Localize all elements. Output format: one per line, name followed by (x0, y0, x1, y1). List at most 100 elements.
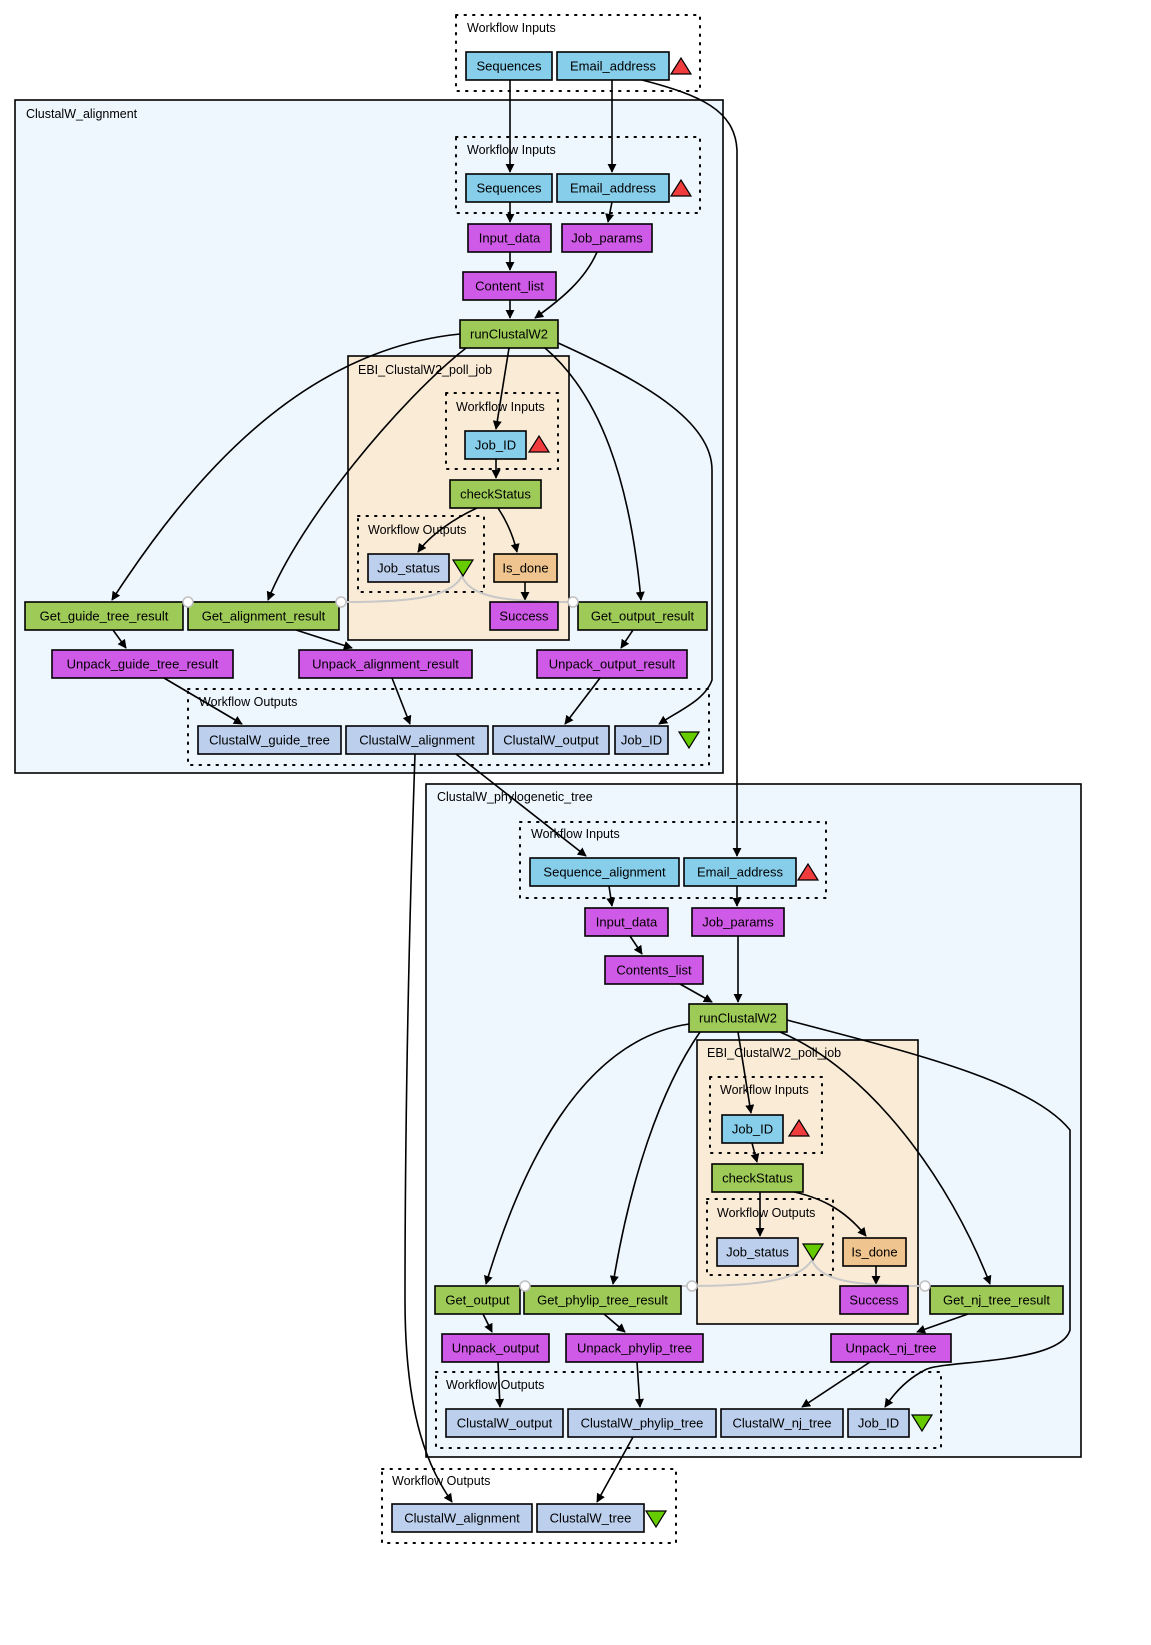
alignment-poll-check-status-label: checkStatus (460, 487, 531, 502)
phylo-workflow-inputs (519, 821, 827, 899)
phylo-output-clustalw-output[interactable]: ClustalW_output (445, 1408, 564, 1438)
output-port-marker-icon (451, 559, 475, 578)
phylo-get-phylip-tree-result[interactable]: Get_phylip_tree_result (523, 1285, 682, 1315)
alignment-unpack-output-result[interactable]: Unpack_output_result (536, 649, 688, 679)
alignment-poll-outputs-label: Workflow Outputs (368, 523, 466, 537)
edge (544, 347, 645, 601)
phylo-input-data-label: Input_data (596, 915, 658, 930)
phylo-get-nj-tree-result-label: Get_nj_tree_result (943, 1293, 1050, 1308)
phylo-input-data[interactable]: Input_data (584, 907, 669, 937)
phylo-poll-is-done[interactable]: Is_done (842, 1237, 907, 1267)
alignment-run-clustalw2[interactable]: runClustalW2 (459, 319, 559, 349)
input-sequences[interactable]: Sequences (465, 51, 553, 81)
phylo-job-params-label: Job_params (702, 915, 774, 930)
alignment-workflow-inputs-label: Workflow Inputs (467, 143, 556, 157)
alignment-poll-is-done[interactable]: Is_done (493, 553, 558, 583)
output-port-marker-icon (910, 1414, 934, 1433)
edge (111, 333, 461, 601)
alignment-output-alignment[interactable]: ClustalW_alignment (345, 725, 489, 755)
alignment-get-output-result-label: Get_output_result (591, 609, 695, 624)
alignment-job-params[interactable]: Job_params (561, 223, 653, 253)
control-link-knob (182, 596, 194, 608)
phylo-poll-success[interactable]: Success (839, 1285, 909, 1315)
phylo-output-phylip-tree[interactable]: ClustalW_phylip_tree (567, 1408, 717, 1438)
input-email-address[interactable]: Email_address (556, 51, 670, 81)
alignment-content-list-label: Content_list (475, 279, 544, 294)
edge (495, 1361, 505, 1408)
phylo-poll-job-label: EBI_ClustalW2_poll_job (707, 1046, 841, 1060)
phylo-output-nj-tree-label: ClustalW_nj_tree (733, 1416, 832, 1431)
alignment-poll-job-status-label: Job_status (377, 561, 440, 576)
alignment-unpack-alignment-result[interactable]: Unpack_alignment_result (298, 649, 473, 679)
top-workflow-inputs-label: Workflow Inputs (467, 21, 556, 35)
alignment-unpack-guide-tree-result-label: Unpack_guide_tree_result (67, 657, 219, 672)
phylo-poll-outputs-label: Workflow Outputs (717, 1206, 815, 1220)
input-email-address-label: Email_address (570, 59, 656, 74)
alignment-poll-job-status[interactable]: Job_status (367, 553, 450, 583)
output-clustalw-tree[interactable]: ClustalW_tree (536, 1503, 645, 1533)
phylo-job-params[interactable]: Job_params (691, 907, 785, 937)
phylo-input-sequence-alignment[interactable]: Sequence_alignment (529, 857, 680, 887)
clustalw-alignment-workflow-label: ClustalW_alignment (26, 107, 138, 121)
edge (679, 983, 713, 1003)
phylo-unpack-nj-tree-label: Unpack_nj_tree (845, 1341, 936, 1356)
alignment-input-email-address[interactable]: Email_address (556, 173, 670, 203)
edge (564, 677, 601, 725)
alignment-poll-check-status[interactable]: checkStatus (449, 479, 542, 509)
alignment-unpack-guide-tree-result[interactable]: Unpack_guide_tree_result (51, 649, 234, 679)
alignment-get-output-result[interactable]: Get_output_result (577, 601, 708, 631)
edge (112, 629, 127, 649)
edge (634, 1361, 644, 1408)
alignment-input-email-address-label: Email_address (570, 181, 656, 196)
output-clustalw-tree-label: ClustalW_tree (550, 1511, 632, 1526)
phylo-input-email-address-label: Email_address (697, 865, 783, 880)
alignment-workflow-outputs (187, 688, 710, 766)
input-port-marker-icon (669, 56, 693, 75)
input-port-marker-icon (527, 434, 551, 453)
phylo-workflow-outputs (435, 1371, 942, 1449)
phylo-get-nj-tree-result[interactable]: Get_nj_tree_result (929, 1285, 1064, 1315)
edge (497, 507, 520, 553)
phylo-poll-outputs (706, 1198, 834, 1276)
phylo-poll-success-label: Success (849, 1293, 899, 1308)
alignment-output-clustalw-output-label: ClustalW_output (503, 733, 599, 748)
output-clustalw-alignment[interactable]: ClustalW_alignment (391, 1503, 533, 1533)
alignment-get-guide-tree-result[interactable]: Get_guide_tree_result (24, 601, 184, 631)
output-port-marker-icon (644, 1510, 668, 1529)
phylo-poll-job-id[interactable]: Job_ID (721, 1114, 784, 1144)
edge (266, 347, 467, 601)
phylo-output-nj-tree[interactable]: ClustalW_nj_tree (720, 1408, 844, 1438)
input-port-marker-icon (669, 178, 693, 197)
phylo-unpack-nj-tree[interactable]: Unpack_nj_tree (830, 1333, 952, 1363)
alignment-poll-job-id[interactable]: Job_ID (464, 430, 527, 460)
alignment-input-sequences[interactable]: Sequences (465, 173, 553, 203)
phylo-poll-check-status[interactable]: checkStatus (711, 1163, 804, 1193)
phylo-contents-list[interactable]: Contents_list (604, 955, 704, 985)
edge (801, 1361, 871, 1408)
control-link-knob (567, 596, 579, 608)
alignment-output-alignment-label: ClustalW_alignment (359, 733, 475, 748)
alignment-workflow-inputs (455, 136, 701, 214)
phylo-output-job-id[interactable]: Job_ID (847, 1408, 910, 1438)
phylo-unpack-phylip-tree[interactable]: Unpack_phylip_tree (565, 1333, 704, 1363)
phylo-unpack-output[interactable]: Unpack_output (441, 1333, 550, 1363)
alignment-output-job-id-label: Job_ID (621, 733, 662, 748)
alignment-unpack-output-result-label: Unpack_output_result (549, 657, 676, 672)
alignment-content-list[interactable]: Content_list (462, 271, 557, 301)
alignment-workflow-outputs-label: Workflow Outputs (199, 695, 297, 709)
phylo-input-email-address[interactable]: Email_address (683, 857, 797, 887)
alignment-output-job-id[interactable]: Job_ID (614, 725, 669, 755)
alignment-output-guide-tree-label: ClustalW_guide_tree (209, 733, 330, 748)
alignment-output-guide-tree[interactable]: ClustalW_guide_tree (197, 725, 342, 755)
alignment-get-alignment-result[interactable]: Get_alignment_result (187, 601, 340, 631)
phylo-get-output[interactable]: Get_output (434, 1285, 521, 1315)
phylo-run-clustalw2[interactable]: runClustalW2 (688, 1003, 788, 1033)
phylo-poll-job-status[interactable]: Job_status (716, 1237, 799, 1267)
output-port-marker-icon (801, 1243, 825, 1262)
phylo-output-phylip-tree-label: ClustalW_phylip_tree (581, 1416, 704, 1431)
alignment-output-clustalw-output[interactable]: ClustalW_output (492, 725, 610, 755)
alignment-poll-success[interactable]: Success (489, 601, 559, 631)
alignment-job-params-label: Job_params (571, 231, 643, 246)
alignment-input-data-label: Input_data (479, 231, 541, 246)
alignment-input-data[interactable]: Input_data (467, 223, 552, 253)
